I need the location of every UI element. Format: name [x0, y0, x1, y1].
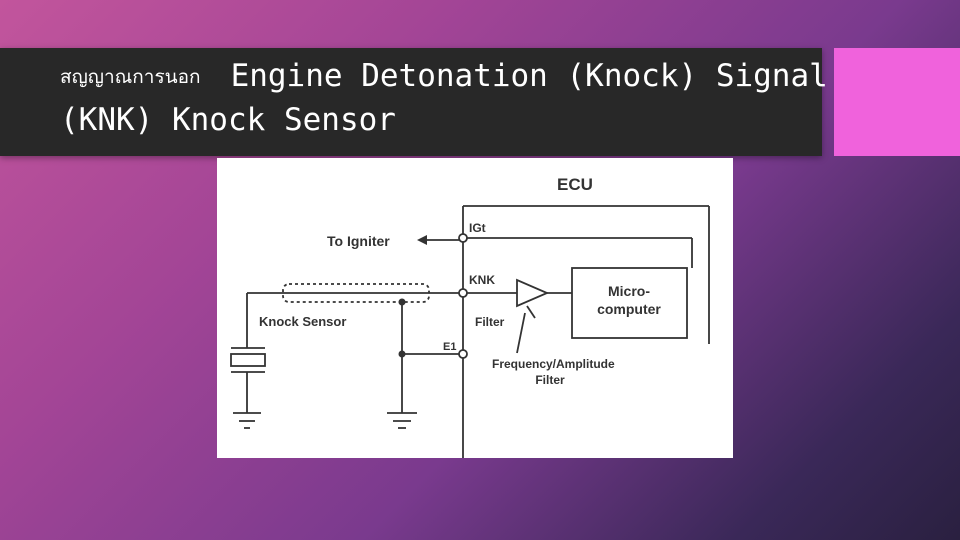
sensor-crystal	[230, 353, 266, 367]
thai-subtitle: สญญาณการนอก	[60, 66, 201, 88]
title-bar	[0, 48, 822, 156]
to-igniter-label: To Igniter	[327, 233, 390, 249]
micro-label-1: Micro-	[608, 283, 650, 299]
filter-label: Filter	[475, 315, 505, 329]
igt-label: IGt	[469, 221, 486, 235]
ecu-label: ECU	[557, 175, 593, 194]
knock-sensor-label: Knock Sensor	[259, 314, 346, 329]
slide-title-line2: (KNK) Knock Sensor	[60, 102, 396, 138]
igniter-arrow-icon	[417, 235, 427, 245]
freq-pointer	[516, 312, 526, 354]
title-english: Engine Detonation (Knock) Signal	[230, 58, 828, 94]
freq-amp-label-2: Filter	[535, 373, 565, 387]
e1-junction-dot	[398, 350, 406, 358]
micro-label-2: computer	[597, 301, 661, 317]
microcomputer-box	[571, 267, 688, 339]
shield-dashed	[282, 283, 430, 303]
circuit-svg: ECU To Igniter IGt KNK Micro- computer F…	[230, 175, 710, 458]
igt-terminal	[458, 233, 468, 243]
knk-label: KNK	[469, 273, 495, 287]
filter-pointer	[526, 305, 536, 319]
e1-terminal	[458, 349, 468, 359]
knk-terminal	[458, 288, 468, 298]
e1-label: E1	[443, 341, 456, 353]
filter-amp-triangle	[516, 278, 550, 308]
knock-sensor-circuit-diagram: ECU To Igniter IGt KNK Micro- computer F…	[217, 158, 733, 458]
accent-box	[834, 48, 960, 156]
slide-title-line1: สญญาณการนอก Engine Detonation (Knock) Sig…	[60, 58, 828, 94]
freq-amp-label-1: Frequency/Amplitude	[492, 357, 615, 371]
shield-junction-dot	[398, 298, 406, 306]
